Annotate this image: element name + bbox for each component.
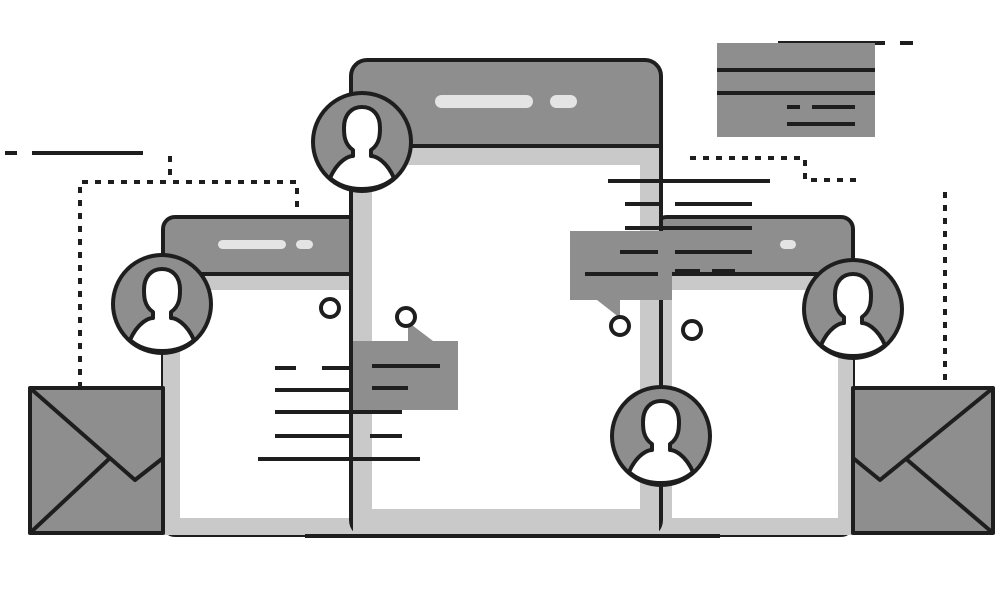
envelope-right-icon: [851, 386, 995, 535]
nodes: [319, 297, 703, 341]
node-dot: [681, 319, 703, 341]
node-dot: [609, 315, 631, 337]
phone-right-icon: [653, 215, 855, 537]
node-dot: [395, 306, 417, 328]
user-avatar-icon: [610, 385, 712, 487]
dotted-connections: [78, 156, 947, 388]
connection-top-right-line: [690, 156, 862, 182]
node-dot: [319, 297, 341, 319]
card-icon: [717, 43, 875, 137]
user-avatar-icon: [311, 91, 413, 193]
phone-center-icon: [349, 58, 663, 538]
envelope-left-icon: [28, 386, 165, 535]
phone-center-speaker: [435, 95, 533, 108]
connection-left-line: [78, 180, 299, 388]
user-avatar-icon: [111, 253, 213, 355]
user-avatar-icon: [802, 258, 904, 360]
phone-left-speaker: [218, 240, 286, 249]
text-lines-right: [608, 179, 770, 273]
chat-bubble-left-icon: [353, 322, 458, 410]
chat-bubble-right-icon: [570, 231, 672, 318]
text-lines-left: [258, 366, 420, 461]
